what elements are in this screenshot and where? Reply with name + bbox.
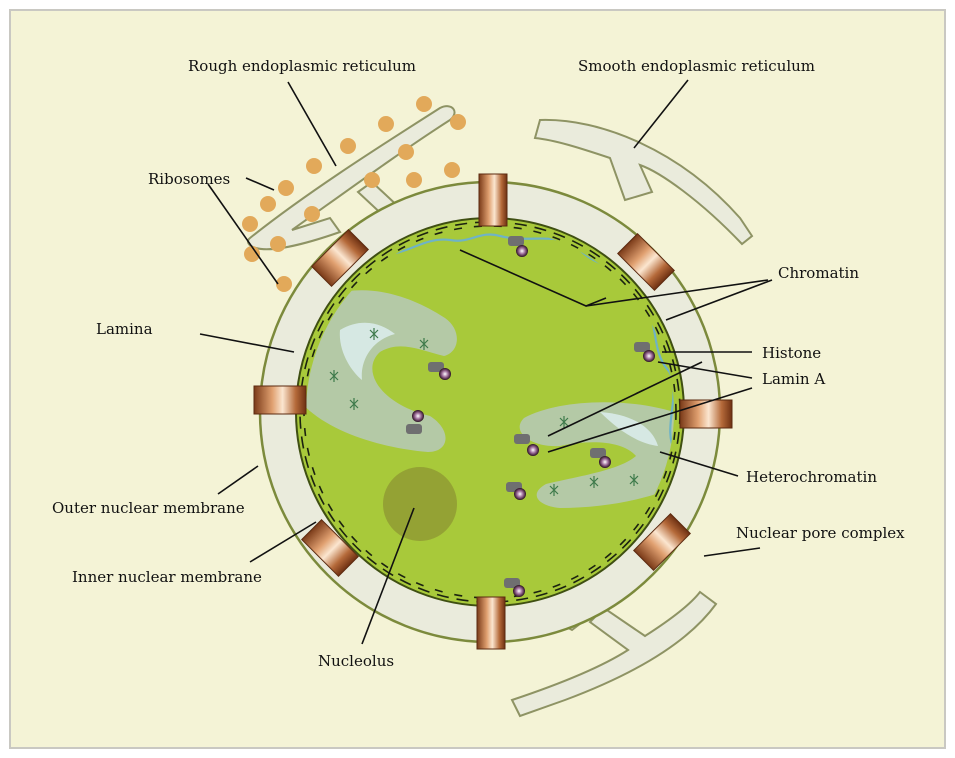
nuclear-pore-left (254, 386, 306, 414)
label-lamin-a: Lamin A (762, 370, 825, 388)
label-outer-membrane: Outer nuclear membrane (52, 499, 245, 517)
nuclear-pore-top (479, 174, 507, 226)
label-heterochromatin: Heterochromatin (746, 468, 877, 486)
label-chromatin: Chromatin (778, 264, 859, 282)
label-histone: Histone (762, 344, 821, 362)
label-rough-er: Rough endoplasmic reticulum (188, 57, 416, 75)
label-nucleolus: Nucleolus (318, 652, 394, 670)
nucleolus (383, 467, 457, 541)
nuclear-pore-bottom (477, 597, 505, 649)
nuclear-pore-right (680, 400, 732, 428)
label-nuclear-pore: Nuclear pore complex (736, 524, 905, 542)
label-lamina: Lamina (96, 320, 153, 338)
label-smooth-er: Smooth endoplasmic reticulum (578, 57, 815, 75)
label-inner-membrane: Inner nuclear membrane (72, 568, 262, 586)
label-ribosomes: Ribosomes (148, 170, 230, 188)
